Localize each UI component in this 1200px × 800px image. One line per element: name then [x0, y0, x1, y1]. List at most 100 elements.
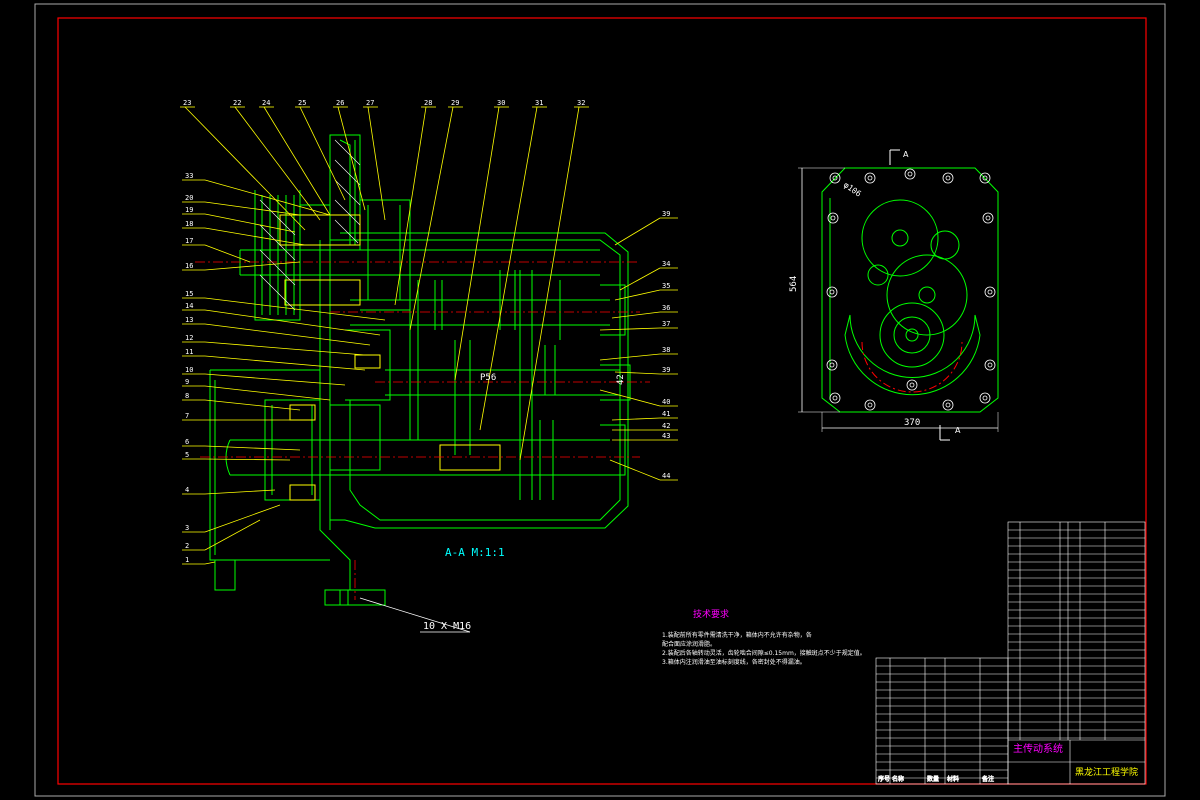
leader-line: [337, 106, 366, 211]
callout-number: 7: [185, 412, 189, 420]
main-view-dimensions: P56 42 10 X M16: [359, 373, 626, 633]
callout-number: 16: [185, 262, 193, 270]
callout-number: 35: [662, 282, 670, 290]
bolt-hole: [982, 212, 994, 224]
side-view: 564 370 φ106 A A: [789, 149, 999, 441]
technical-requirements: 技术要求 1.装配前所有零件需清洗干净，箱体内不允许有杂物，各 配合面应涂润滑脂…: [662, 608, 866, 666]
center-distance-label: P56: [480, 373, 496, 383]
callout-number: 28: [424, 99, 432, 107]
leader-line: [614, 289, 661, 301]
callout-number: 39: [662, 210, 670, 218]
outer-border: [34, 3, 1166, 797]
callout-number: 36: [662, 304, 670, 312]
bolt-hole: [829, 392, 841, 404]
callout-number: 22: [233, 99, 241, 107]
bolt-hole-center: [982, 395, 988, 401]
gear-right: [886, 254, 968, 336]
leader-line: [263, 106, 331, 216]
bolt-leader: [359, 597, 471, 633]
bolt-hole-center: [982, 175, 988, 181]
leader-line: [204, 355, 366, 371]
leader-line: [519, 106, 580, 461]
callout-number: 6: [185, 438, 189, 446]
leader-line: [394, 106, 427, 306]
leader-line: [204, 445, 301, 451]
leader-line: [204, 297, 386, 321]
bolt-hole-center: [832, 395, 838, 401]
leader-line: [204, 399, 301, 411]
bolt-hole: [827, 212, 839, 224]
hole-dia-dimension: φ106: [842, 180, 863, 199]
bill-of-materials: 序号名称数量材料备注: [875, 521, 1146, 785]
school-name: 黑龙江工程学院: [1075, 766, 1138, 778]
callout-number: 40: [662, 398, 670, 406]
callout-number: 13: [185, 316, 193, 324]
callout-number: 32: [577, 99, 585, 107]
bom-header-cell: 序号: [878, 775, 890, 783]
bom-header-cell: 材料: [947, 775, 959, 783]
leader-line: [204, 504, 281, 533]
callout-number: 10: [185, 366, 193, 374]
bolt-hole: [984, 359, 996, 371]
housing-outline: [821, 167, 999, 413]
leader-line: [204, 227, 306, 246]
lower-arc: [844, 314, 981, 396]
leader-line: [204, 323, 371, 346]
leader-line: [479, 106, 538, 431]
bom-right-frame: [1007, 521, 1146, 785]
callout-number: 8: [185, 392, 189, 400]
callout-number: 44: [662, 472, 670, 480]
leader-line: [204, 201, 301, 216]
bolt-hole: [864, 172, 876, 184]
callout-number: 24: [262, 99, 270, 107]
callout-number: 39: [662, 366, 670, 374]
callout-number: 9: [185, 378, 189, 386]
callout-number: 2: [185, 542, 189, 550]
section-label: A-A M:1:1: [445, 546, 505, 559]
callout-number: 20: [185, 194, 193, 202]
leader-line: [204, 341, 366, 356]
bolt-hole: [979, 392, 991, 404]
callout-number: 25: [298, 99, 306, 107]
bolt-hole: [942, 172, 954, 184]
callout-number: 41: [662, 410, 670, 418]
leader-lines: [180, 106, 678, 565]
leader-line: [204, 373, 346, 386]
leader-line: [611, 311, 661, 319]
callout-number: 3: [185, 524, 189, 532]
leader-line: [234, 106, 321, 221]
leader-line: [184, 106, 306, 231]
bolt-hole-center: [829, 362, 835, 368]
bolt-hole-center: [907, 171, 913, 177]
bolt-hole-center: [830, 215, 836, 221]
callout-number: 23: [183, 99, 191, 107]
callout-number: 31: [535, 99, 543, 107]
leader-line: [454, 106, 500, 381]
bolt-note: 10 X M16: [423, 621, 471, 632]
bolt-hole-center: [867, 175, 873, 181]
bolt-hole-center: [987, 289, 993, 295]
height-dimension: 564: [789, 276, 799, 292]
section-view: [195, 134, 650, 606]
bom-header-cell: 数量: [927, 775, 939, 783]
bom-header-cell: 名称: [892, 775, 904, 783]
gear-left: [867, 264, 889, 286]
bolt-hole-center: [867, 402, 873, 408]
leader-line: [204, 309, 381, 336]
title-block: 主传动系统 黑龙江工程学院: [1013, 742, 1138, 778]
drawing-name: 主传动系统: [1013, 742, 1063, 755]
callout-number: 4: [185, 486, 189, 494]
leader-line: [599, 353, 661, 361]
leader-line: [599, 389, 661, 407]
tech-line-1: 1.装配前所有零件需清洗干净，箱体内不允许有杂物，各: [662, 631, 812, 639]
bolt-hole-center: [909, 382, 915, 388]
leader-line: [611, 417, 661, 421]
callout-number: 27: [366, 99, 374, 107]
tech-line-3: 2.装配后各轴转动灵活，齿轮啮合间隙≤0.15mm，接触斑点不少于规定值。: [662, 649, 866, 657]
section-marker-top: A: [903, 150, 909, 159]
callout-number: 18: [185, 220, 193, 228]
callout-number: 38: [662, 346, 670, 354]
callout-number: 1: [185, 556, 189, 564]
